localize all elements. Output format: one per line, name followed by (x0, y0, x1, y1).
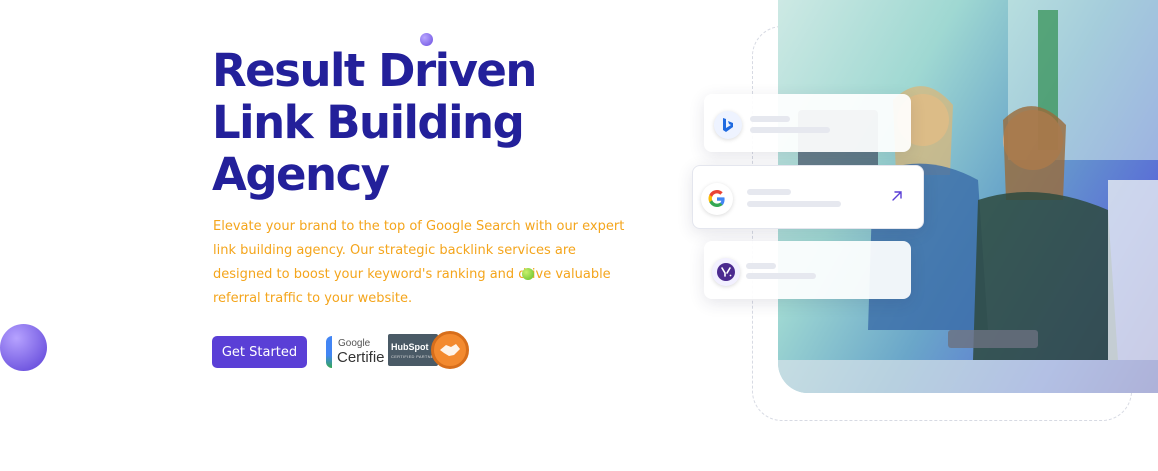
placeholder-line (746, 273, 816, 279)
decorative-circle (0, 324, 47, 371)
bing-icon (714, 111, 742, 139)
hero-title-line: Result Driven (212, 44, 537, 97)
hubspot-badge-sub: CERTIFIED PARTNER (391, 354, 437, 359)
handshake-icon (431, 331, 469, 369)
yahoo-icon (712, 258, 740, 286)
hero-title-line: Link Building (212, 96, 525, 149)
arrow-up-right-icon (892, 191, 902, 201)
yahoo-search-card (704, 241, 911, 299)
placeholder-line (747, 201, 841, 207)
hubspot-partner-badge: HubSpot CERTIFIED PARTNER (388, 334, 438, 366)
google-certified-badge: Google Certifie (326, 336, 385, 368)
google-badge-cert: Certifie (337, 349, 385, 366)
placeholder-line (750, 127, 830, 133)
google-icon (701, 183, 733, 215)
placeholder-line (747, 189, 791, 195)
google-badge-bar (326, 336, 332, 368)
google-search-card (692, 165, 924, 229)
google-badge-label: Google (338, 338, 371, 349)
hero-title-line: Agency (212, 148, 390, 201)
decorative-dot (420, 33, 433, 46)
placeholder-line (750, 116, 790, 122)
team-photo (778, 0, 1158, 393)
hubspot-badge-label: HubSpot (391, 342, 429, 352)
get-started-button[interactable]: Get Started (212, 336, 307, 368)
placeholder-line (746, 263, 776, 269)
bing-search-card (704, 94, 911, 152)
hero-description: Elevate your brand to the top of Google … (213, 219, 625, 306)
hero-title: Result Driven Link Building Agency (212, 45, 632, 201)
decorative-green-dot (522, 268, 534, 280)
